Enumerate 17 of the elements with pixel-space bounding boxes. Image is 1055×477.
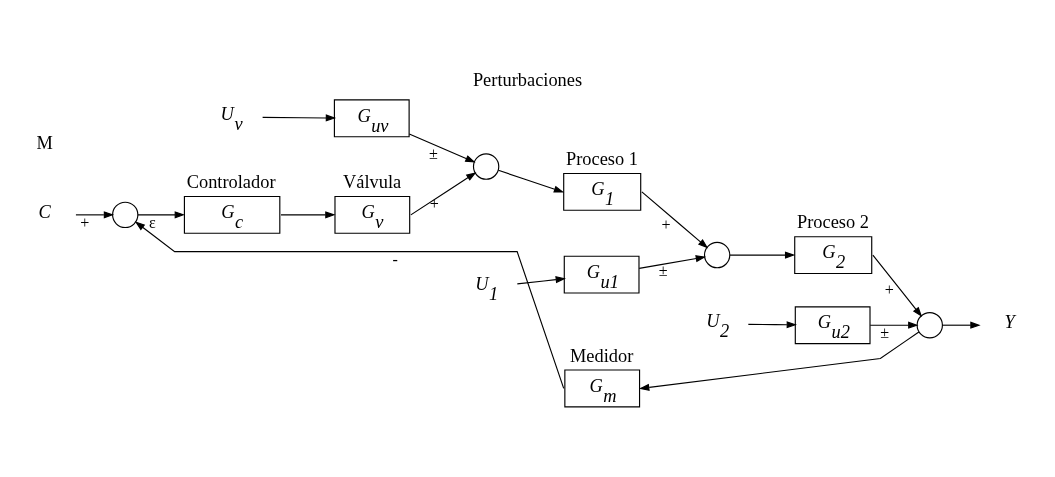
edge-label: + xyxy=(884,280,894,298)
node-label: Medidor xyxy=(570,345,634,366)
edge-label: + xyxy=(80,213,90,231)
edge-label: ε xyxy=(149,213,156,231)
label: M xyxy=(36,132,53,153)
edge-label: ± xyxy=(428,144,438,162)
diagram-title: Perturbaciones xyxy=(472,69,583,90)
edge-label: - xyxy=(392,250,398,268)
node-label: Proceso 2 xyxy=(797,211,869,232)
node-label: Controlador xyxy=(186,171,276,192)
node-label: Proceso 1 xyxy=(566,148,638,169)
node-label: Válvula xyxy=(343,171,402,192)
node-text: C xyxy=(38,201,51,222)
edge-label: ± xyxy=(880,323,890,341)
node-text: Y xyxy=(1004,311,1015,332)
edge-label: ± xyxy=(658,261,668,279)
edge-label: + xyxy=(661,215,671,233)
